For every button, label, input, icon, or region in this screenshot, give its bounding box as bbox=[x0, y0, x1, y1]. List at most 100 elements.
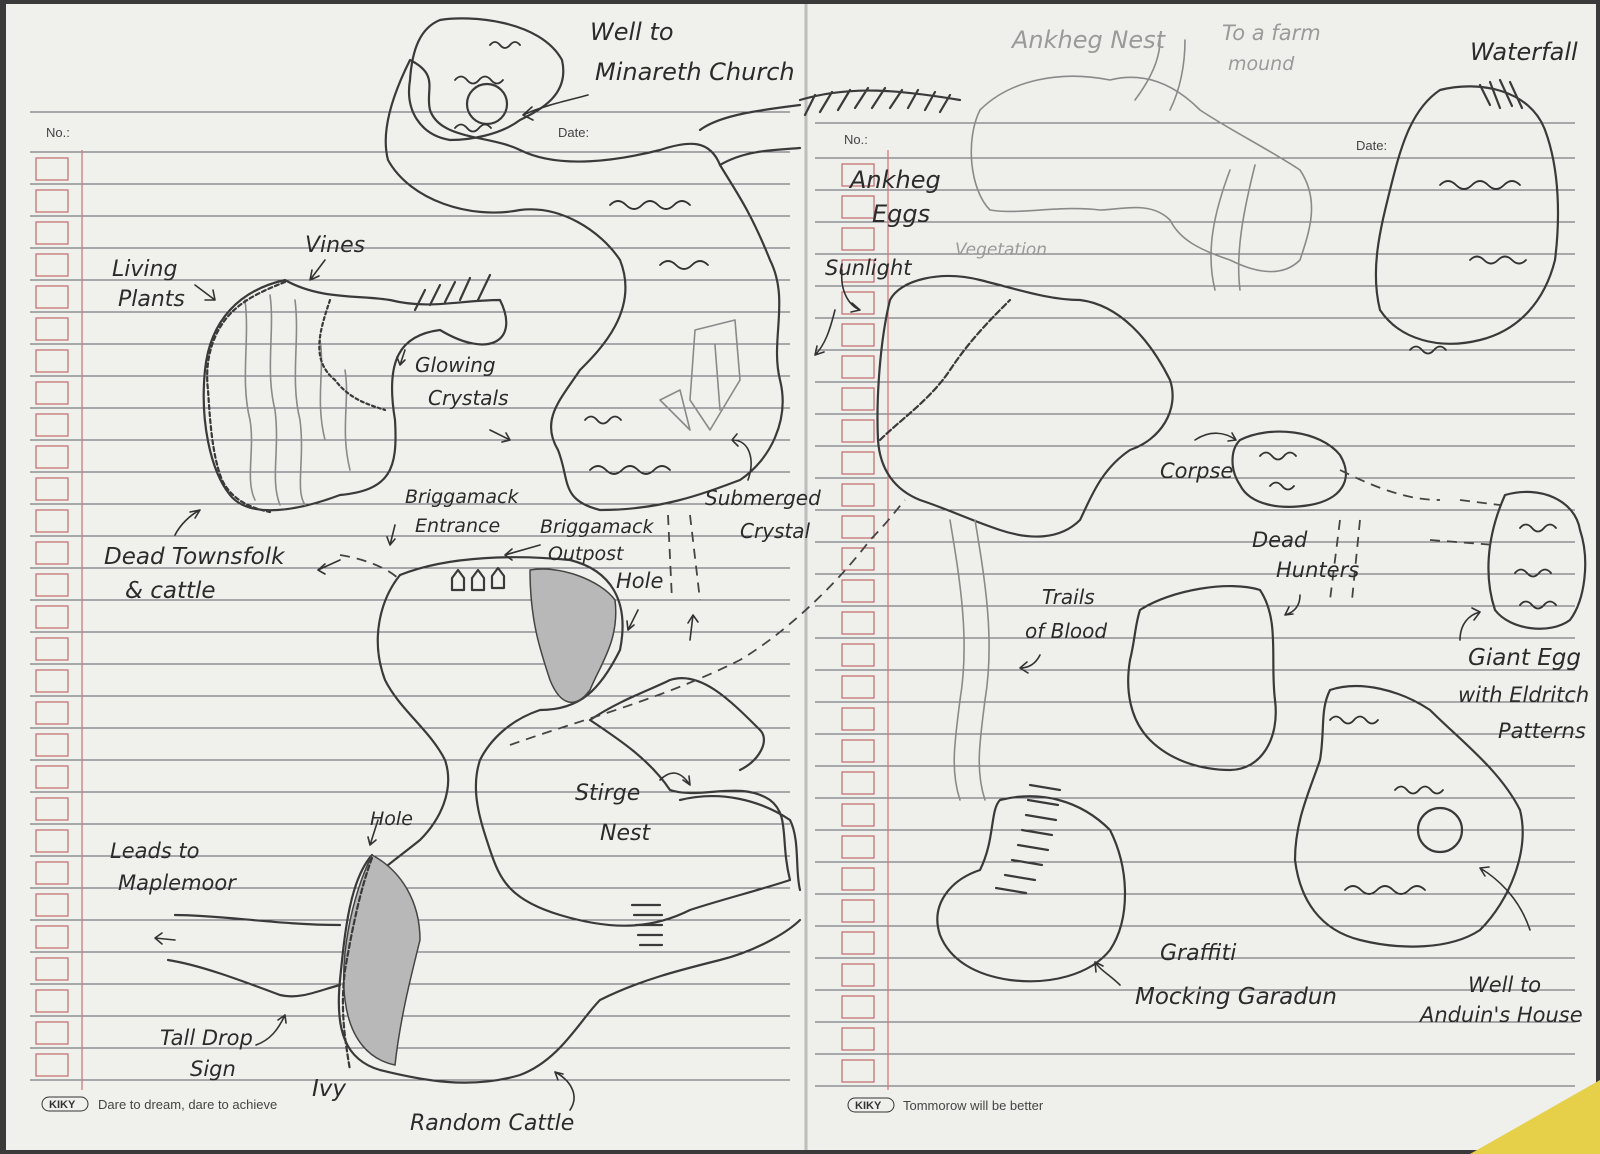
margin-box bbox=[35, 1021, 69, 1045]
margin-box bbox=[35, 221, 69, 245]
margin-box bbox=[841, 611, 875, 635]
hidden-passage-left bbox=[339, 554, 401, 581]
label-sign: Sign bbox=[190, 1057, 236, 1081]
margin-box bbox=[841, 739, 875, 763]
margin-box bbox=[35, 477, 69, 501]
left-no-label: No.: bbox=[46, 125, 70, 140]
arrow bbox=[1479, 866, 1531, 931]
margin-box bbox=[841, 579, 875, 603]
margin-box bbox=[35, 669, 69, 693]
water-mark bbox=[584, 415, 622, 425]
margin-box bbox=[841, 931, 875, 955]
margin-box bbox=[35, 765, 69, 789]
water-mark bbox=[659, 260, 709, 270]
label-hole-2: Hole bbox=[370, 808, 413, 830]
right-no-label: No.: bbox=[844, 132, 868, 147]
label-minareth-church: Minareth Church bbox=[595, 58, 795, 86]
arrow bbox=[554, 1071, 575, 1111]
margin-box bbox=[841, 771, 875, 795]
water-mark bbox=[1409, 345, 1447, 355]
margin-boxes bbox=[35, 157, 875, 1083]
margin-box bbox=[35, 573, 69, 597]
label-plants: Plants bbox=[118, 287, 185, 312]
label-briggamack-outpost-2: Outpost bbox=[548, 543, 625, 565]
right-page bbox=[806, 4, 1596, 1150]
margin-box bbox=[841, 483, 875, 507]
margin-box bbox=[841, 963, 875, 987]
margin-box bbox=[35, 189, 69, 213]
margin-box bbox=[841, 227, 875, 251]
well-chamber bbox=[407, 17, 565, 142]
margin-box bbox=[35, 797, 69, 821]
margin-box bbox=[35, 157, 69, 181]
living-plants-edge bbox=[206, 280, 287, 514]
margin-box bbox=[841, 387, 875, 411]
ivy-wall bbox=[341, 856, 374, 1072]
label-with-eldritch: with Eldritch bbox=[1458, 683, 1589, 707]
margin-box bbox=[841, 323, 875, 347]
label-random-cattle: Random Cattle bbox=[410, 1111, 574, 1136]
margin-box bbox=[841, 1059, 875, 1083]
arrow bbox=[731, 433, 752, 481]
briggamack-outpost-block bbox=[529, 568, 617, 704]
right-brand: KIKY bbox=[855, 1100, 882, 1112]
margin-box bbox=[35, 861, 69, 885]
hidden-tunnel-to-right bbox=[509, 499, 906, 746]
label-crystal: Crystal bbox=[740, 519, 811, 543]
water-mark bbox=[1329, 715, 1379, 725]
label-briggamack: Briggamack bbox=[405, 486, 519, 508]
left-date-label: Date: bbox=[558, 125, 589, 140]
trails-of-blood bbox=[949, 519, 990, 801]
arrow bbox=[154, 932, 176, 945]
label-patterns: Patterns bbox=[1498, 719, 1586, 743]
label-and-cattle: & cattle bbox=[125, 578, 216, 604]
giant-egg-chamber bbox=[1487, 490, 1587, 630]
right-date-label: Date: bbox=[1356, 138, 1387, 153]
label-waterfall: Waterfall bbox=[1470, 38, 1578, 66]
water-mark bbox=[1439, 180, 1521, 190]
stirge-nest-chamber bbox=[678, 794, 802, 892]
rocky-ridge bbox=[878, 298, 1012, 442]
label-vines: Vines bbox=[305, 233, 365, 258]
vegetation-cavern bbox=[876, 274, 1174, 538]
label-mocking-garadun: Mocking Garadun bbox=[1135, 984, 1337, 1010]
arrow bbox=[1284, 594, 1301, 616]
margin-box bbox=[35, 413, 69, 437]
margin-box bbox=[35, 637, 69, 661]
arrow bbox=[1019, 654, 1041, 674]
margin-box bbox=[841, 707, 875, 731]
label-eggs: Eggs bbox=[872, 200, 930, 228]
arrow bbox=[194, 284, 216, 301]
arrow bbox=[626, 609, 639, 631]
margin-box bbox=[841, 899, 875, 923]
water-mark bbox=[1519, 600, 1557, 610]
water-mark bbox=[1344, 885, 1426, 895]
margin-box bbox=[35, 733, 69, 757]
label-submerged: Submerged bbox=[705, 486, 821, 510]
lower-cavern bbox=[337, 853, 802, 1084]
margin-box bbox=[35, 445, 69, 469]
label-corpse: Corpse bbox=[1160, 459, 1233, 483]
label-graffiti: Graffiti bbox=[1160, 941, 1236, 966]
margin-box bbox=[841, 451, 875, 475]
margin-box bbox=[841, 195, 875, 219]
label-trails: Trails bbox=[1042, 585, 1095, 609]
map-labels: Well to Minareth Church Living Plants Vi… bbox=[104, 18, 1589, 1136]
label-hole-1: Hole bbox=[616, 569, 663, 593]
label-mound: mound bbox=[1228, 53, 1295, 75]
arrow bbox=[1094, 961, 1121, 986]
arrow bbox=[814, 309, 836, 356]
well-to-anduin-icon bbox=[1416, 806, 1464, 854]
arrow bbox=[659, 772, 691, 786]
left-brand: KIKY bbox=[49, 1099, 76, 1111]
margin-box bbox=[841, 835, 875, 859]
margin-box bbox=[35, 829, 69, 853]
right-brand-badge bbox=[847, 1097, 895, 1113]
right-footer-text: Tommorow will be better bbox=[903, 1098, 1044, 1113]
briggamack-west-wall bbox=[370, 573, 450, 882]
margin-box bbox=[841, 163, 875, 187]
label-entrance: Entrance bbox=[415, 515, 500, 537]
flooded-chamber bbox=[384, 58, 784, 512]
water-mark bbox=[454, 75, 504, 85]
